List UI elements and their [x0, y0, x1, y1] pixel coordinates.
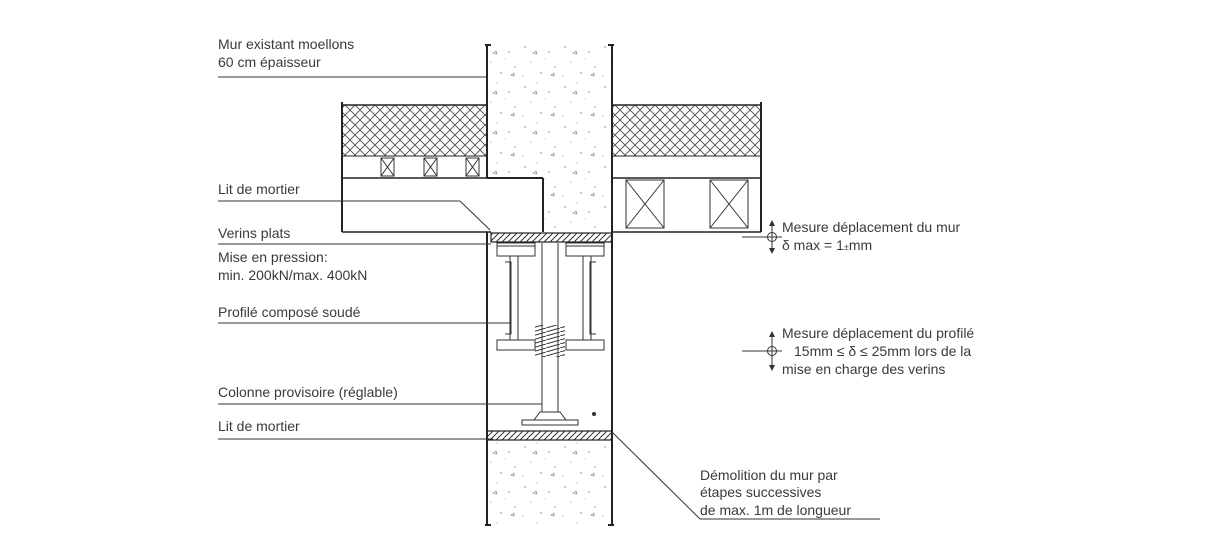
label-demolition-2: étapes successives — [700, 484, 821, 500]
label-mortar-top: Lit de mortier — [218, 181, 300, 197]
joists-left — [380, 157, 480, 177]
existing-wall-bottom — [485, 440, 614, 526]
label-measure-profile-2: 15mm ≤ δ ≤ 25mm lors de la — [794, 343, 971, 359]
label-measure-profile-1: Mesure déplacement du profilé — [782, 325, 974, 341]
label-pressure-1: Mise en pression: — [218, 249, 328, 265]
label-measure-wall-1: Mesure déplacement du mur — [782, 219, 961, 235]
label-mortar-bottom: Lit de mortier — [218, 418, 300, 434]
label-measure-profile-3: mise en charge des verins — [782, 361, 945, 377]
floor-slab-right — [611, 102, 762, 233]
mortar-bed-bottom — [486, 430, 613, 441]
label-wall-title-1: Mur existant moellons — [218, 36, 354, 52]
measure-wall-symbol — [742, 220, 782, 254]
label-pressure-2: min. 200kN/max. 400kN — [218, 267, 367, 283]
joists-right — [625, 179, 749, 229]
measure-profile-symbol — [742, 331, 782, 371]
leader-lines — [218, 76, 880, 520]
floor-slab-left — [341, 102, 491, 233]
label-column: Colonne provisoire (réglable) — [218, 384, 398, 400]
label-measure-wall-2: δ max = 1±mm — [782, 237, 872, 253]
label-demolition-1: Démolition du mur par — [700, 467, 838, 483]
label-jacks: Verins plats — [218, 225, 290, 241]
temporary-column — [521, 243, 596, 426]
existing-wall-top — [485, 44, 614, 232]
label-profile: Profilé composé soudé — [218, 304, 361, 320]
label-wall-title-2: 60 cm épaisseur — [218, 54, 321, 70]
label-demolition-3: de max. 1m de longueur — [700, 502, 851, 518]
flat-jacks — [490, 232, 613, 243]
